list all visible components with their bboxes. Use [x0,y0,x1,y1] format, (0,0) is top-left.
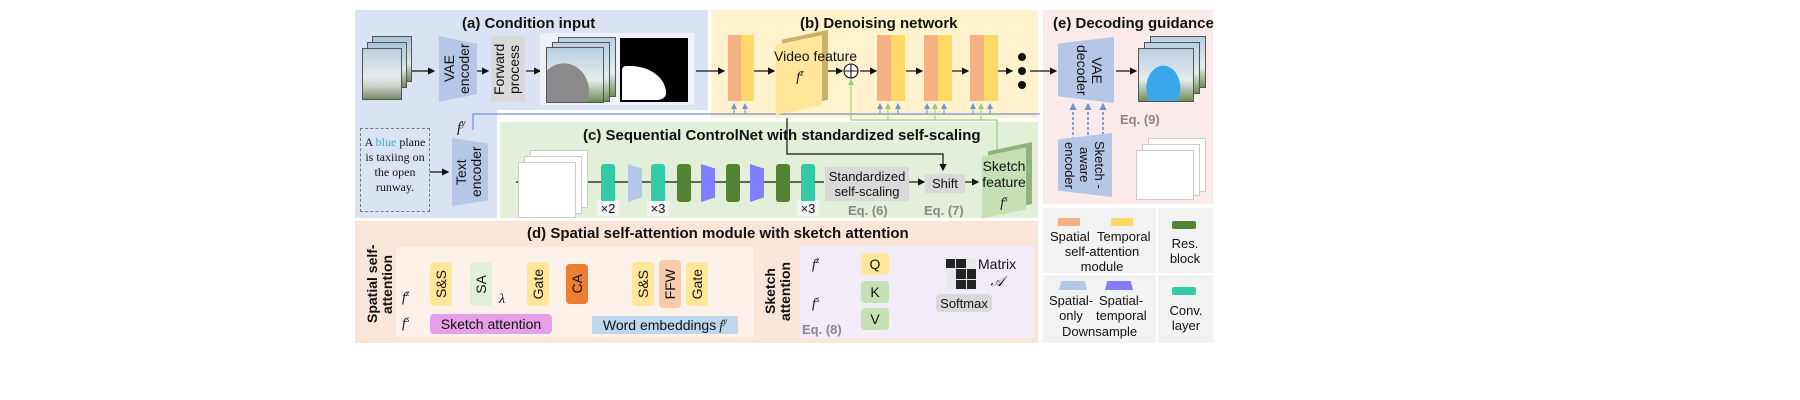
q-block: Q [861,253,889,275]
softmax-block: Softmax [936,294,992,312]
conv-layer-2 [651,164,665,202]
repeat-x2: ×2 [597,201,619,216]
res-block-3 [776,164,790,202]
ssam-block-4 [970,35,998,101]
output-frame [1138,48,1194,102]
legend-spatial-only-swatch [1059,281,1087,290]
repeat-x3-b: ×3 [797,201,819,216]
sa-fs-label: fs [812,294,820,312]
ffw-block: FFW [659,260,681,308]
ca-block: CA [566,264,588,304]
legend-res-label: Res. block [1169,236,1201,266]
forward-process: Forward process [491,36,525,102]
panel-a-title: (a) Condition input [462,15,596,32]
fy-label: fy [457,118,466,136]
gate-block-1: Gate [527,262,549,306]
legend-spatial-swatch [1058,218,1080,226]
eq6-label: Eq. (6) [848,203,888,218]
legend-downsample-label: Downsample [1062,324,1138,339]
ss-block-1: S&S [430,262,452,306]
eq9-label: Eq. (9) [1120,112,1160,127]
standardized-self-scaling: Standardized self-scaling [825,167,909,201]
vae-decoder: VAE decoder [1058,37,1114,103]
sketch-attn-side-label: Sketch attention [762,261,793,321]
sketch-aware-encoder: Sketch -aware encoder [1058,133,1112,197]
input-video-frame [362,48,402,100]
repeat-x3-a: ×3 [647,201,669,216]
prompt-highlight: blue [375,135,397,149]
legend-spatial-temporal-label: Spatial- temporal [1096,293,1147,323]
legend-conv-label: Conv. layer [1169,303,1203,333]
shift-box: Shift [925,174,965,193]
ss-block-2: S&S [632,262,654,306]
lambda-label: λ [499,292,506,307]
panel-c-title: (c) Sequential ControlNet with standardi… [583,127,981,144]
text-prompt: A blue plane is taxiing on the open runw… [360,128,430,212]
ssam-block-3 [924,35,952,101]
eq8-label: Eq. (8) [802,322,842,337]
legend-spatial-only-label: Spatial- only [1048,293,1094,323]
sa-fz-label: fz [812,255,820,273]
text-encoder: Text encoder [452,138,488,206]
ssam-block-2 [877,35,905,101]
panel-b-title: (b) Denoising network [800,15,958,32]
sketch-frame [518,162,576,218]
downsample-st-1 [701,164,715,202]
matrix-a-grid [946,259,976,289]
legend-divider-h [1043,273,1213,275]
legend-conv-swatch [1172,287,1196,295]
legend-divider-v [1156,208,1158,343]
sa-block: SA [470,262,492,306]
conv-layer-3 [801,164,815,202]
v-block: V [861,308,889,330]
panel-e-title: (e) Decoding guidance [1053,15,1214,32]
gate-block-2: Gate [686,262,708,306]
ssam-block-1 [728,35,754,101]
legend-temporal-swatch [1111,218,1133,226]
legend-res-swatch [1172,221,1196,229]
noised-frame [546,47,604,103]
res-block-1 [677,164,691,202]
conv-layer-1 [601,164,615,202]
d-fs-label: fs [402,314,410,332]
k-block: K [861,281,889,303]
sketch-attention-block: Sketch attention [430,314,552,334]
downsample-st-2 [750,164,764,202]
decode-sketch [1136,150,1194,200]
legend-spatial-label: Spatial [1050,229,1090,244]
panel-d-title: (d) Spatial self-attention module with s… [527,225,909,242]
legend-spatial-temporal-swatch [1105,281,1133,290]
legend-ssam-label: self-attention module [1064,244,1140,274]
sketch-attn-inner-panel [800,246,1034,338]
downsample-spatial [628,164,642,202]
panel-controlnet [500,122,1038,218]
legend-temporal-label: Temporal [1097,229,1151,244]
legend-panel [1043,208,1213,343]
d-fz-label: fz [402,288,410,306]
res-block-2 [726,164,740,202]
vae-encoder: VAE encoder [439,36,477,102]
eq7-label: Eq. (7) [924,203,964,218]
